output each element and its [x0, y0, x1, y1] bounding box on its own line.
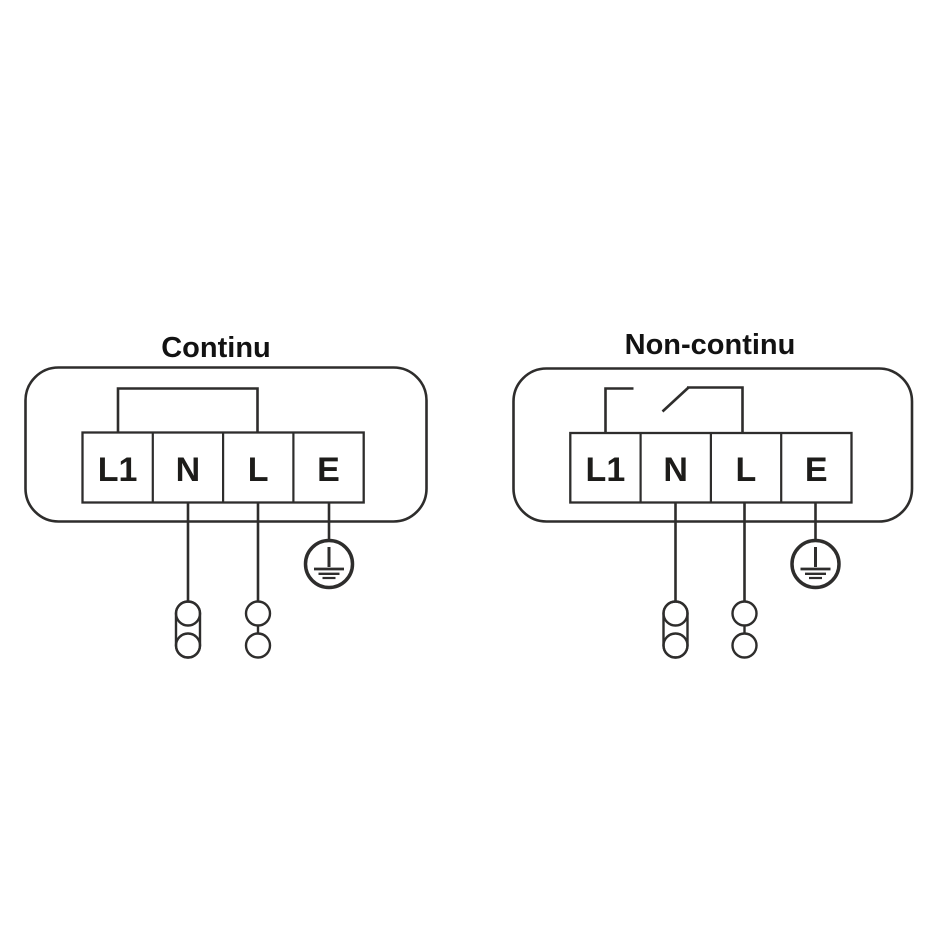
connector-circle: [244, 632, 272, 659]
device-enclosure: [24, 366, 428, 523]
terminal-label-n: N: [176, 451, 201, 489]
connector-capsule: [174, 600, 202, 659]
terminal-label-l: L: [248, 451, 269, 489]
live-connector-icon: [244, 600, 272, 659]
earth-ground-icon: [303, 538, 355, 590]
connector-circle: [174, 600, 202, 627]
terminal-label-l1: L1: [586, 451, 626, 489]
live-connector-icon: [731, 600, 758, 659]
diagram-continu: Continu L1 N L E: [24, 332, 428, 659]
terminal-label-n: N: [663, 451, 688, 489]
terminal-label-l1: L1: [98, 451, 138, 489]
connector-capsule: [662, 600, 689, 659]
terminal-label-e: E: [805, 451, 828, 489]
switch-contact-icon: [661, 386, 690, 413]
connector-circle: [174, 632, 202, 659]
earth-circle: [303, 538, 355, 590]
terminal-label-l: L: [736, 451, 757, 489]
earth-ground-icon: [790, 538, 841, 590]
terminal-label-e: E: [317, 451, 340, 489]
connector-circle: [731, 600, 758, 627]
neutral-connector-icon: [174, 600, 202, 659]
neutral-connector-icon: [662, 600, 689, 659]
jumper-stub: [604, 387, 634, 434]
connector-circle: [662, 600, 689, 627]
terminal-block: L1 N L E: [569, 431, 853, 504]
diagram-non-continu: Non-continu L1 N L E: [512, 329, 914, 659]
diagram-title-continu: Continu: [161, 332, 271, 364]
jumper-run: [687, 386, 744, 434]
earth-circle: [790, 538, 841, 590]
connector-circle: [731, 632, 758, 659]
jumper-wire: [116, 387, 259, 433]
terminal-block: L1 N L E: [81, 431, 365, 504]
device-enclosure: [512, 367, 914, 523]
connector-circle: [662, 632, 689, 659]
connector-circle: [244, 600, 272, 627]
diagram-title-non-continu: Non-continu: [625, 329, 796, 361]
switched-jumper-wire: [604, 386, 744, 434]
